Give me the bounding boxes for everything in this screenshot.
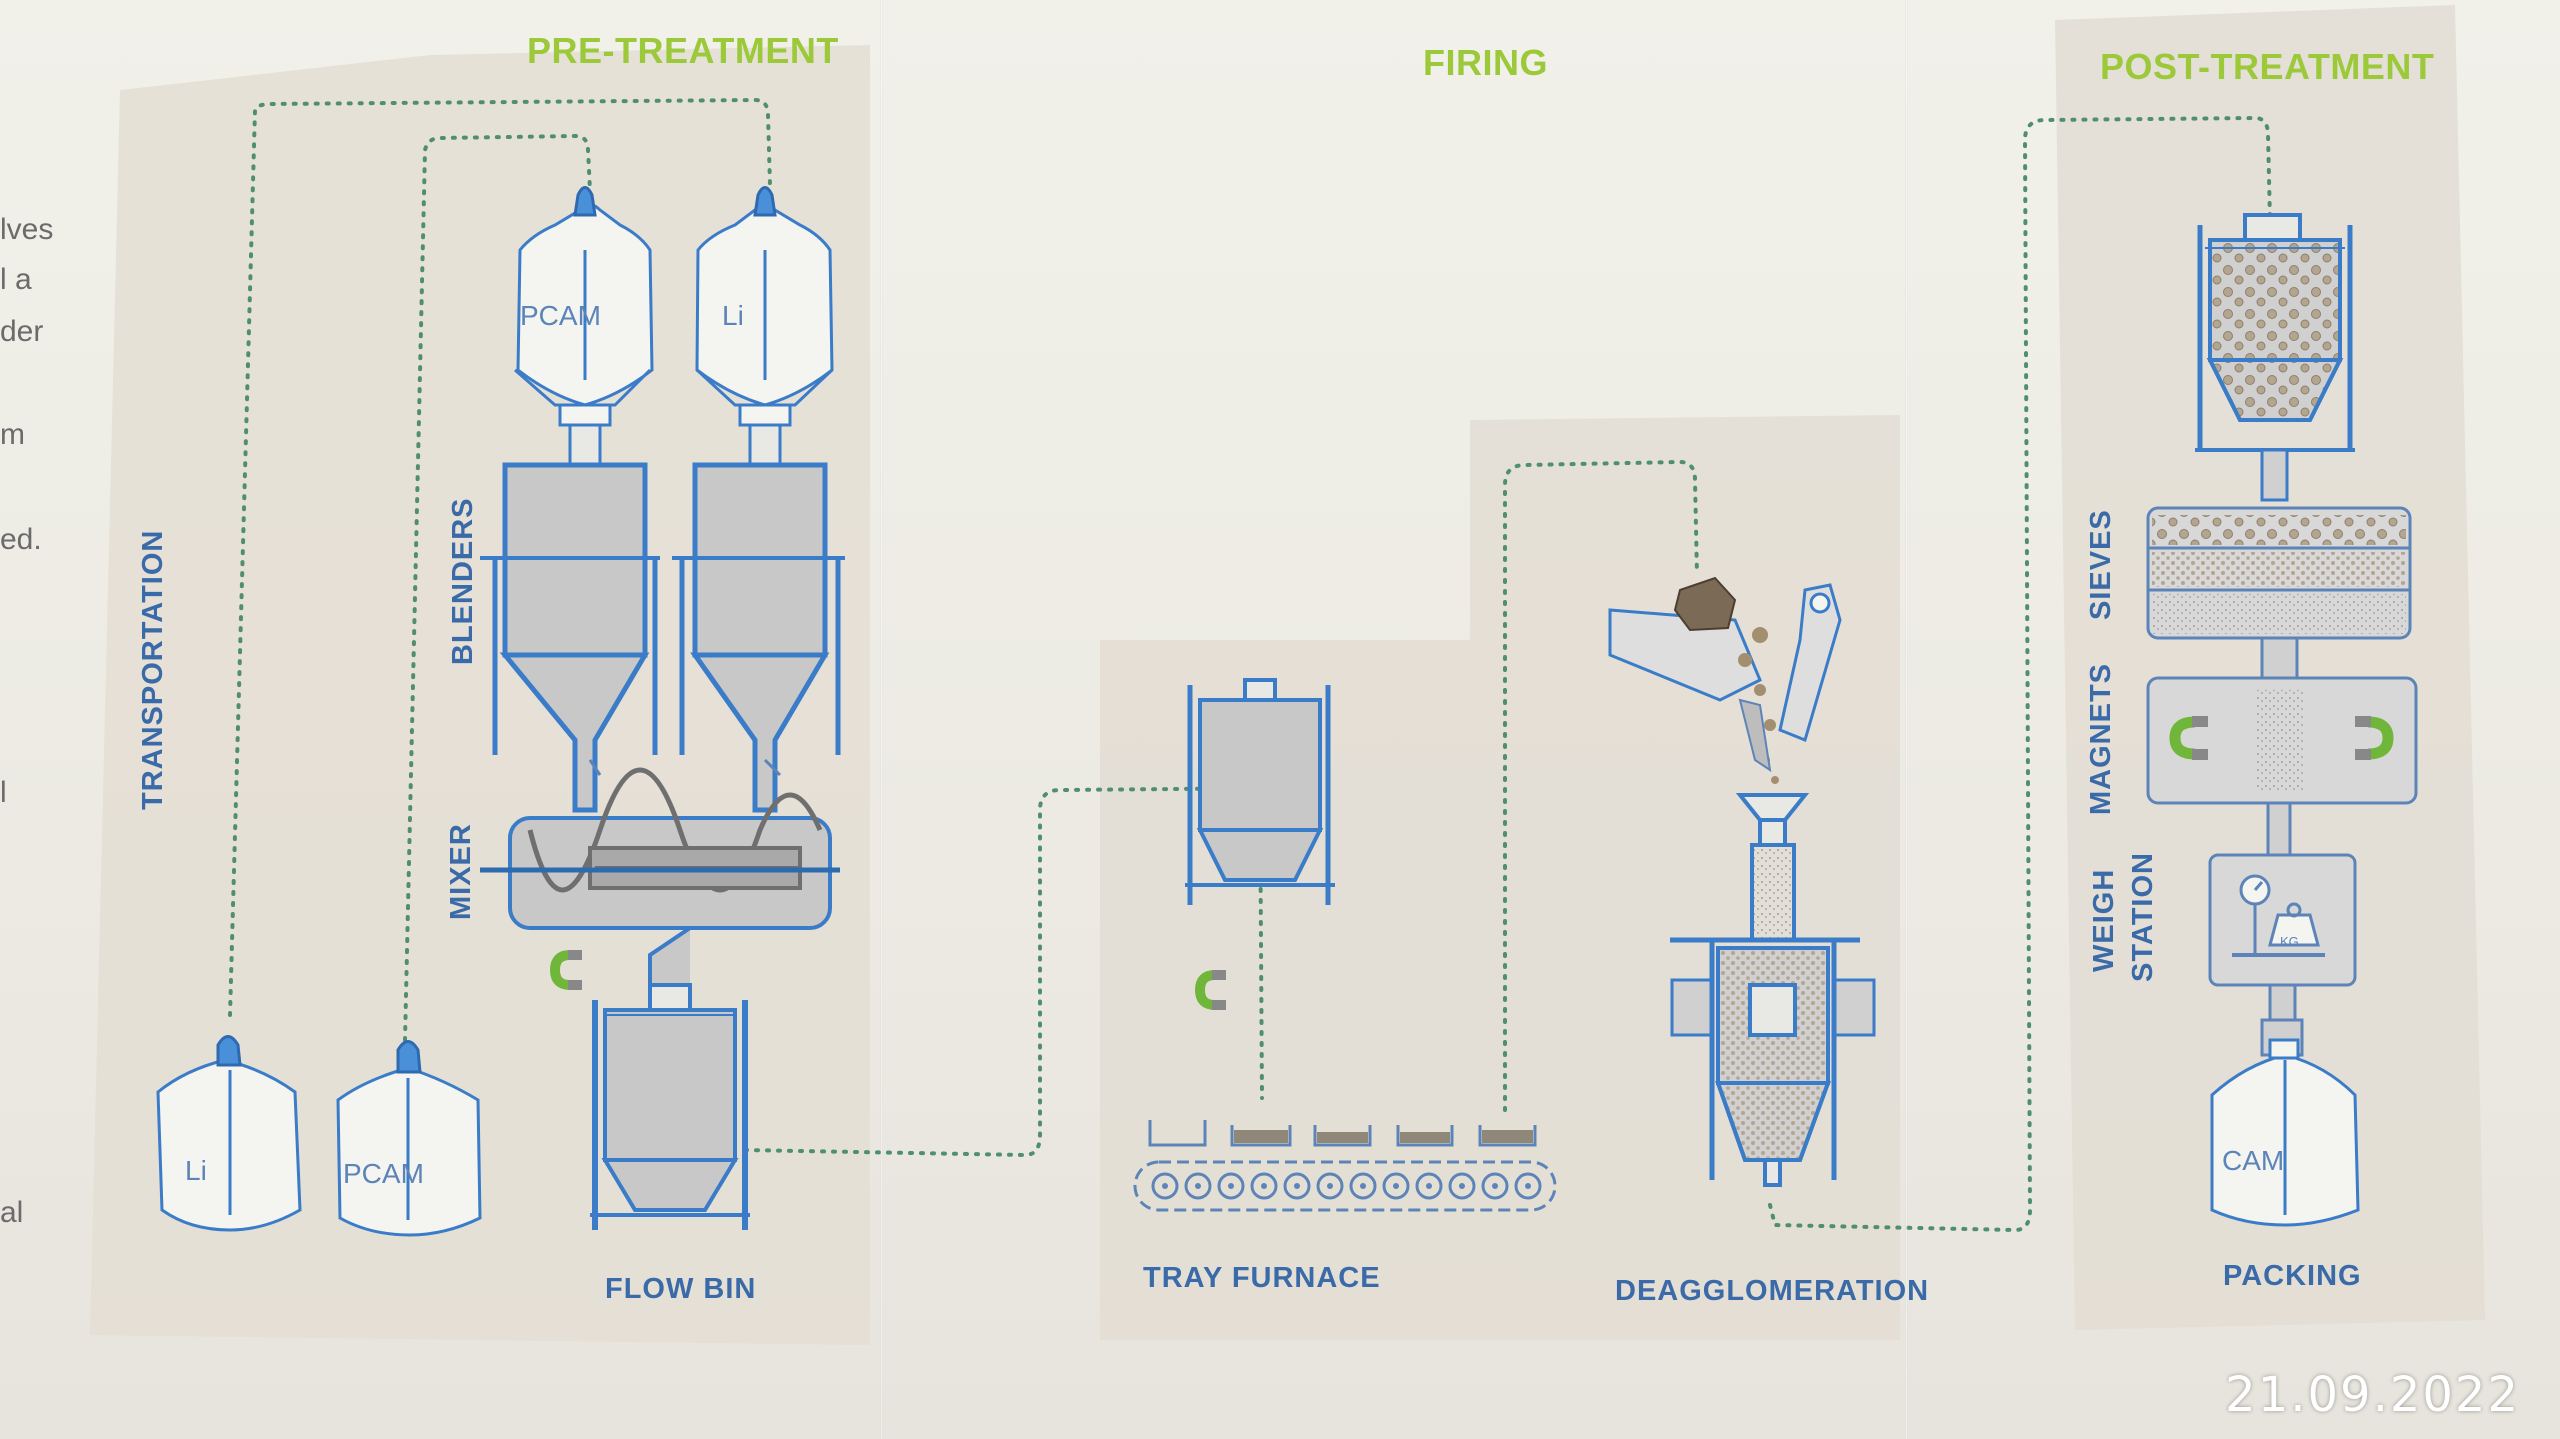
deagglomeration-mill <box>1670 793 1876 1187</box>
container-label-li-top: Li <box>722 300 744 331</box>
label-flow-bin: FLOW BIN <box>605 1273 757 1305</box>
transport-lines <box>228 97 2272 1233</box>
section-title-pre-treatment: PRE-TREATMENT <box>527 30 839 71</box>
furnace-feed-bin <box>1185 678 1335 905</box>
li-big-bag-bottom <box>156 1035 302 1232</box>
magnet-chamber <box>2146 676 2418 857</box>
label-tray-furnace: TRAY FURNACE <box>1143 1262 1381 1294</box>
label-transportation: TRANSPORTATION <box>137 529 169 810</box>
label-deagglomeration: DEAGGLOMERATION <box>1615 1275 1930 1307</box>
furnace-trays <box>1148 1120 1537 1147</box>
pcam-big-bag-top <box>514 186 654 427</box>
cam-big-bag <box>2210 1038 2360 1227</box>
scale-weight-label: KG <box>2280 934 2299 949</box>
date-stamp: 21.09.2022 <box>2225 1367 2520 1423</box>
edge-text-7: al <box>0 1196 24 1229</box>
label-packing: PACKING <box>2223 1260 2362 1292</box>
container-label-pcam-bottom: PCAM <box>343 1158 424 1189</box>
container-label-pcam-top: PCAM <box>520 300 601 331</box>
furnace-conveyor <box>1133 1160 1557 1212</box>
edge-text-3: der <box>0 315 44 348</box>
mixer-unit <box>480 767 840 1000</box>
page-fold-1 <box>880 0 883 1439</box>
section-title-post-treatment: POST-TREATMENT <box>2100 46 2435 87</box>
sieve-stack <box>2146 506 2412 680</box>
edge-text-5: ed. <box>0 523 42 556</box>
li-big-bag-top <box>695 186 834 427</box>
pcam-big-bag-bottom <box>336 1040 482 1237</box>
deagglomeration-panel <box>1470 415 1900 1340</box>
magnet-icon-furnace <box>1194 970 1226 1010</box>
edge-text-1: lves <box>0 213 54 246</box>
page-fold-2 <box>1905 0 1908 1439</box>
deagglomeration-crusher <box>1608 576 1842 784</box>
label-sieves: SIEVES <box>2085 509 2117 620</box>
container-label-cam: CAM <box>2222 1145 2284 1176</box>
blender-right <box>588 423 845 813</box>
flow-bin-unit <box>590 983 750 1230</box>
magnet-icon-left <box>2169 716 2208 760</box>
label-mixer: MIXER <box>445 823 477 920</box>
container-label-li-bottom: Li <box>185 1155 207 1186</box>
section-title-firing: FIRING <box>1423 42 1548 83</box>
blender-left <box>480 423 660 813</box>
label-station: STATION <box>2127 852 2159 982</box>
sieve-hopper <box>2195 213 2355 502</box>
label-weigh: WEIGH <box>2088 868 2120 972</box>
edge-text-2: l a <box>0 263 32 296</box>
label-magnets: MAGNETS <box>2085 663 2117 815</box>
edge-text-6: l <box>0 776 7 809</box>
edge-text-4: m <box>0 418 25 451</box>
label-blenders: BLENDERS <box>447 497 479 665</box>
magnet-icon-right <box>2355 716 2394 760</box>
magnet-icon <box>549 950 582 990</box>
